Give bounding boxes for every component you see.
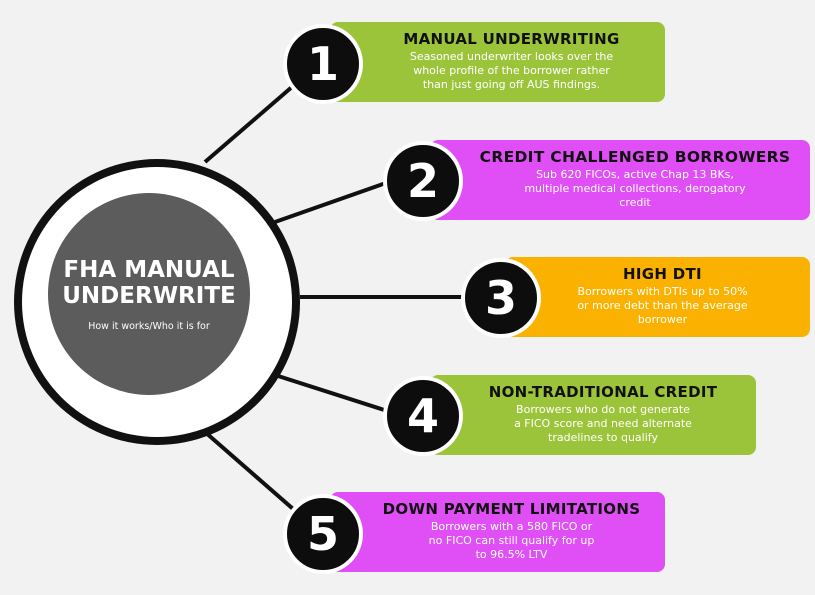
- connector-5: [203, 430, 302, 517]
- card-line: Borrowers with DTIs up to 50%: [577, 285, 748, 298]
- number-badge-5: 5: [283, 494, 363, 574]
- card-title: DOWN PAYMENT LIMITATIONS: [382, 500, 641, 518]
- card-line: Borrowers with a 580 FICO or: [430, 520, 593, 533]
- connector-2: [274, 176, 401, 224]
- card-line: whole profile of the borrower rather: [413, 64, 610, 77]
- card-line: to 96.5% LTV: [475, 548, 548, 561]
- card-title: CREDIT CHALLENGED BORROWERS: [479, 148, 791, 166]
- hub-core: FHA MANUAL UNDERWRITE How it works/Who i…: [48, 193, 250, 395]
- card-title: HIGH DTI: [623, 265, 702, 283]
- card-line: credit: [619, 196, 651, 209]
- card-non-traditional-credit: NON-TRADITIONAL CREDIT Borrowers who do …: [430, 375, 756, 455]
- hub-title-line1: FHA MANUAL: [63, 256, 235, 283]
- number-badge-4: 4: [383, 376, 463, 456]
- card-manual-underwriting: MANUAL UNDERWRITING Seasoned underwriter…: [330, 22, 665, 102]
- card-high-dti: HIGH DTI Borrowers with DTIs up to 50% o…: [505, 257, 810, 337]
- card-title: MANUAL UNDERWRITING: [403, 30, 620, 48]
- number-badge-2: 2: [383, 141, 463, 221]
- card-credit-challenged: CREDIT CHALLENGED BORROWERS Sub 620 FICO…: [430, 140, 810, 220]
- card-line: Borrowers who do not generate: [516, 403, 690, 416]
- hub-circle: FHA MANUAL UNDERWRITE How it works/Who i…: [14, 159, 300, 445]
- card-line: borrower: [637, 313, 688, 326]
- number-badge-1: 1: [283, 24, 363, 104]
- connector-1: [203, 78, 302, 164]
- card-line: tradelines to qualify: [548, 431, 658, 444]
- card-title: NON-TRADITIONAL CREDIT: [488, 383, 718, 401]
- card-line: or more debt than the average: [577, 299, 748, 312]
- hub-subtitle: How it works/Who it is for: [88, 320, 210, 332]
- card-line: multiple medical collections, derogatory: [524, 182, 746, 195]
- card-line: Seasoned underwriter looks over the: [409, 50, 614, 63]
- card-line: no FICO can still qualify for up: [428, 534, 595, 547]
- card-line: Sub 620 FICOs, active Chap 13 BKs,: [536, 168, 734, 181]
- hub-title: FHA MANUAL UNDERWRITE: [62, 257, 235, 309]
- hub-title-line2: UNDERWRITE: [62, 282, 236, 309]
- number-badge-3: 3: [461, 258, 541, 338]
- card-line: than just going off AUS findings.: [422, 78, 601, 91]
- connector-4: [274, 373, 401, 417]
- card-line: a FICO score and need alternate: [514, 417, 692, 430]
- card-down-payment-limitations: DOWN PAYMENT LIMITATIONS Borrowers with …: [330, 492, 665, 572]
